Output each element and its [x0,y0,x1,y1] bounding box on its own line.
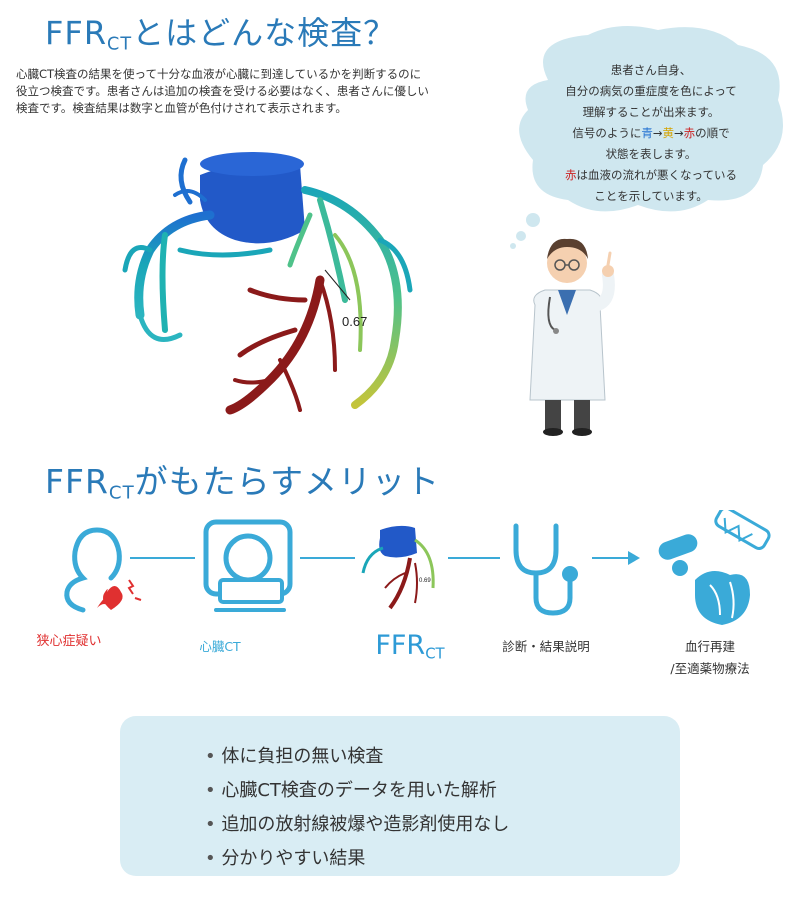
treatment-icons [658,510,771,625]
doctor-illustration [529,238,615,436]
svg-text:0.69: 0.69 [419,578,431,584]
intro-line: 役立つ検査です。患者さんは追加の検査を受ける必要はなく、患者さんに優しい [16,84,429,98]
flow-connector [130,557,195,559]
intro-line: 心臓CT検査の結果を使って十分な血液が心臓に到達しているかを判断するのに [16,67,422,81]
coronary-artery-illustration: 0.67 [122,152,413,415]
section1-title: FFRCTとはどんな検査？ [45,14,397,55]
label-treatment: 血行再建 /至適薬物療法 [670,639,750,676]
label-ffrct: FFRCT [375,630,445,663]
flow-connector [448,557,500,559]
flow-arrow [592,557,632,559]
ffrct-small-icon: 0.69 [361,525,435,610]
benefits-list: 体に負担の無い検査 心臓CT検査のデータを用いた解析 追加の放射線被爆や造影剤使… [205,740,509,876]
stethoscope-icon [513,523,578,616]
arrow-right-icon [628,551,640,565]
stent-icon [714,510,771,550]
benefit-item: 心臓CT検査のデータを用いた解析 [205,774,509,808]
ct-scanner-icon [203,519,293,612]
label-diagnosis: 診断・結果説明 [502,639,590,654]
bubble-text: 患者さん自身、 自分の病気の重症度を色によって 理解することが出来ます。 信号の… [565,63,737,203]
thought-bubble [519,26,783,212]
intro-line: 検査です。検査結果は数字と血管が色付けされて表示されます。 [16,101,347,115]
label-cardiac-ct: 心臓CT [199,639,241,654]
benefit-item: 分かりやすい結果 [205,842,509,876]
heart-organ-icon [695,571,750,625]
flow-connector [300,557,355,559]
benefit-item: 追加の放射線被爆や造影剤使用なし [205,808,509,842]
intro-text: 心臓CT検査の結果を使って十分な血液が心臓に到達しているかを判断するのに 役立つ… [16,66,506,117]
thought-bubble-tail [510,213,540,249]
person-icon [64,527,142,613]
label-angina-suspected: 狭心症疑い [36,634,102,649]
ffr-value-label: 0.67 [342,314,367,329]
section2-title: FFRCTがもたらすメリット [45,462,440,504]
capsule-icon [658,534,698,576]
benefit-item: 体に負担の無い検査 [205,740,509,774]
